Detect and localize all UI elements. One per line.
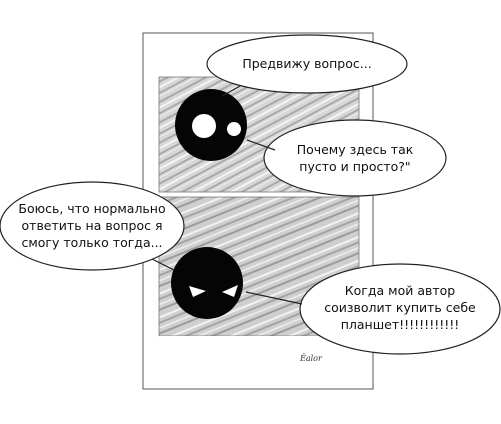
artist-signature: Ӗalor: [300, 354, 322, 363]
speech-bubble-question: [246, 119, 447, 197]
bubble-text-question: Почему здесь так пусто и просто?": [296, 142, 414, 174]
speech-bubble-left: [0, 181, 185, 271]
bubble-text-top: Предвижу вопрос...: [242, 56, 372, 71]
panel-footer: [159, 336, 359, 376]
bubble-text-left: Боюсь, что нормально ответить на вопрос …: [18, 201, 166, 250]
character-surprised: [175, 89, 247, 161]
bubble-text-bottom: Когда мой автор соизволит купить себе пл…: [324, 283, 476, 332]
speech-bubble-top: [206, 34, 408, 97]
character-angry: [171, 247, 243, 319]
speech-bubble-bottom: [245, 263, 501, 355]
